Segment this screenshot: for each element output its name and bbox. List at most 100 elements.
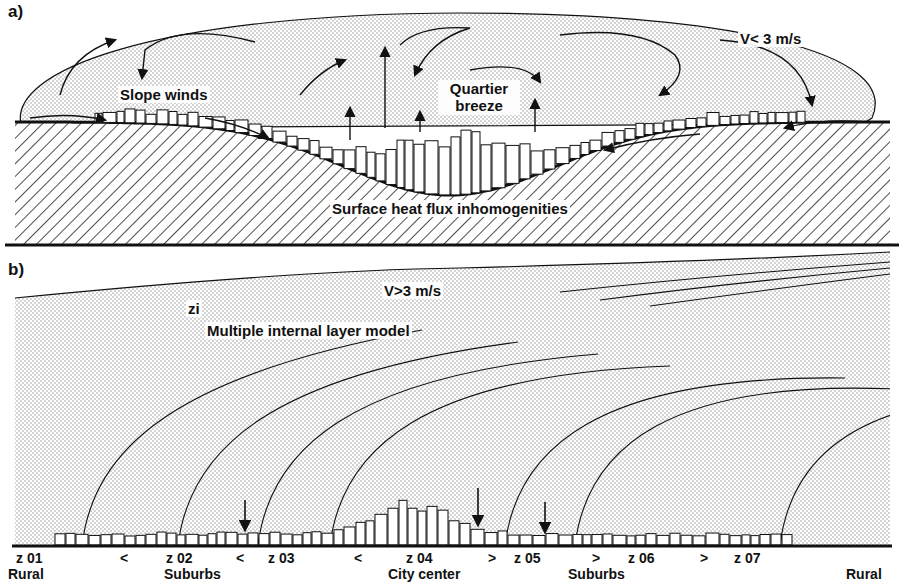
building xyxy=(760,534,770,545)
flow-label: Slope winds xyxy=(118,86,210,103)
building xyxy=(438,510,448,545)
comparison-sign: < xyxy=(354,550,362,566)
building xyxy=(771,534,781,545)
building xyxy=(498,531,507,545)
building xyxy=(776,113,788,123)
building xyxy=(492,143,505,188)
building xyxy=(750,112,758,124)
building xyxy=(259,534,269,545)
building xyxy=(759,113,767,122)
hatched-ground xyxy=(15,122,890,245)
building xyxy=(789,112,796,122)
building xyxy=(556,148,569,164)
building xyxy=(213,117,225,129)
building xyxy=(583,535,591,545)
zone-name: Suburbs xyxy=(568,566,625,582)
wind-speed-note: V< 3 m/s xyxy=(738,30,803,47)
building xyxy=(388,508,398,545)
building xyxy=(460,523,470,545)
building xyxy=(334,530,343,545)
building xyxy=(333,150,343,164)
building xyxy=(654,123,663,132)
building xyxy=(208,534,216,545)
comparison-sign: > xyxy=(700,550,708,566)
internal-layer xyxy=(178,342,518,545)
building xyxy=(544,150,555,169)
internal-layer xyxy=(258,354,598,545)
building xyxy=(636,535,645,545)
building xyxy=(693,536,705,545)
building xyxy=(742,535,750,545)
building xyxy=(103,112,116,122)
building xyxy=(399,500,407,545)
building xyxy=(461,130,471,194)
building xyxy=(344,150,355,169)
building xyxy=(506,145,519,183)
building xyxy=(157,110,168,124)
building xyxy=(627,536,635,545)
building xyxy=(136,535,145,545)
internal-layer xyxy=(505,378,845,545)
building xyxy=(570,145,580,158)
mixed-layer xyxy=(15,252,890,545)
internal-layer xyxy=(82,330,422,545)
building xyxy=(602,132,614,146)
building xyxy=(706,533,719,545)
building xyxy=(625,129,635,140)
building xyxy=(366,521,374,545)
building xyxy=(117,111,124,122)
ground-line xyxy=(12,545,892,548)
building xyxy=(270,532,280,545)
building xyxy=(89,535,100,545)
roughness-length: z 06 xyxy=(628,550,654,566)
building xyxy=(167,533,176,545)
building xyxy=(146,114,156,123)
building xyxy=(112,534,124,545)
building xyxy=(720,534,729,545)
building xyxy=(312,532,321,545)
building xyxy=(375,514,387,545)
building xyxy=(238,534,247,545)
comparison-sign: < xyxy=(120,550,128,566)
building xyxy=(188,112,198,126)
base-line xyxy=(5,244,899,247)
building xyxy=(707,113,719,126)
flow-label: Quartier breeze xyxy=(438,80,520,115)
building xyxy=(573,534,582,545)
building xyxy=(731,115,739,124)
building xyxy=(169,112,177,125)
model-label: Multiple internal layer model xyxy=(205,322,412,339)
roughness-length: z 01 xyxy=(16,550,42,566)
streamlines xyxy=(560,262,890,306)
building xyxy=(520,144,530,179)
building xyxy=(146,534,156,545)
circulation-arrows xyxy=(30,28,868,150)
building xyxy=(66,533,75,545)
building xyxy=(559,535,572,545)
building xyxy=(645,124,653,135)
building xyxy=(603,534,612,545)
building xyxy=(178,114,187,125)
building xyxy=(76,534,88,545)
surface-label: Surface heat flux inhomogenities xyxy=(330,200,570,217)
building xyxy=(186,534,198,545)
zone-name: Suburbs xyxy=(164,566,221,582)
building xyxy=(199,535,207,545)
building xyxy=(533,536,545,545)
zone-name: City center xyxy=(388,566,460,582)
building xyxy=(520,535,532,545)
building xyxy=(782,535,792,545)
building xyxy=(471,529,484,545)
building xyxy=(414,144,424,192)
building xyxy=(136,110,145,123)
building xyxy=(427,506,437,545)
zone-name: Rural xyxy=(8,566,44,582)
building xyxy=(356,522,365,545)
building xyxy=(101,535,111,545)
building xyxy=(664,121,672,131)
building xyxy=(590,140,601,150)
building xyxy=(740,115,749,123)
roughness-length: z 04 xyxy=(406,550,432,566)
comparison-sign: > xyxy=(592,550,600,566)
building xyxy=(439,147,450,195)
